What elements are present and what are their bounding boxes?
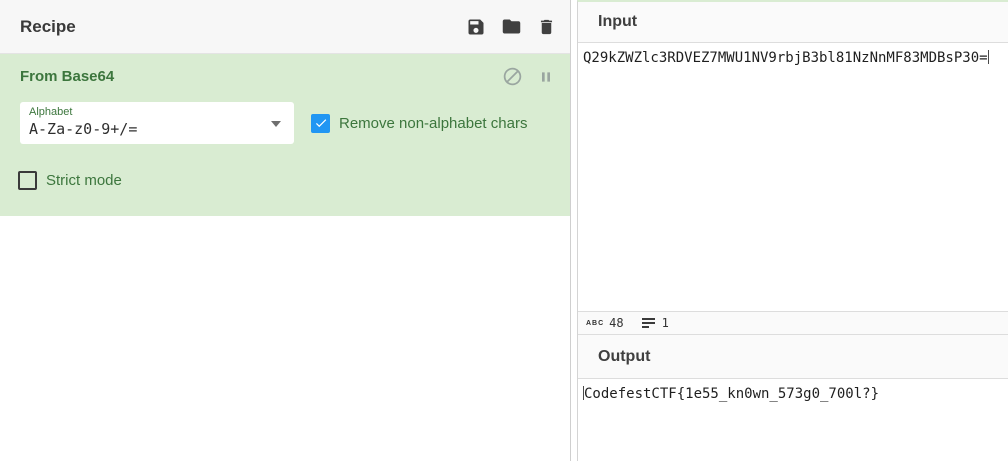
output-text: CodefestCTF{1e55_kn0wn_573g0_700l?}: [584, 386, 880, 402]
checkbox-checked-icon: [311, 113, 330, 133]
alphabet-select-value: A-Za-z0-9+/=: [29, 120, 138, 138]
operation-from-base64[interactable]: From Base64 Alphabet A-Za-z0-9+/=: [0, 54, 570, 216]
input-title: Input: [598, 13, 638, 30]
input-header: Input: [578, 2, 1008, 43]
remove-non-alphabet-label: Remove non-alphabet chars: [339, 114, 528, 132]
strict-mode-checkbox[interactable]: Strict mode: [18, 171, 122, 190]
output-textarea: CodefestCTF{1e55_kn0wn_573g0_700l?}: [578, 379, 1008, 461]
strict-mode-row: Strict mode: [18, 171, 554, 190]
remove-non-alphabet-checkbox[interactable]: Remove non-alphabet chars: [311, 113, 528, 133]
output-title: Output: [598, 347, 651, 365]
folder-icon[interactable]: [501, 16, 522, 37]
output-header: Output: [578, 335, 1008, 379]
input-textarea[interactable]: Q29kZWZlc3RDVEZ7MWU1NV9rbjB3bl81NzNnMF83…: [578, 43, 1008, 311]
pause-icon[interactable]: [538, 68, 554, 86]
alphabet-select-label: Alphabet: [29, 106, 73, 118]
char-count-icon: ABC: [586, 319, 605, 327]
operation-args-row: Alphabet A-Za-z0-9+/= Remove non-alphabe…: [20, 102, 554, 144]
recipe-toolbar: [466, 16, 556, 37]
line-count-value: 1: [661, 316, 669, 330]
checkbox-unchecked-icon: [18, 171, 37, 190]
recipe-header: Recipe: [0, 0, 570, 54]
output-caret: [583, 386, 584, 400]
char-count-value: 48: [609, 316, 624, 330]
recipe-title: Recipe: [20, 16, 76, 36]
input-caret: [987, 50, 989, 64]
operation-header: From Base64: [20, 66, 554, 87]
panel-divider[interactable]: [571, 0, 577, 461]
input-text: Q29kZWZlc3RDVEZ7MWU1NV9rbjB3bl81NzNnMF83…: [583, 50, 988, 66]
disable-icon[interactable]: [502, 66, 523, 87]
io-panel: Input Q29kZWZlc3RDVEZ7MWU1NV9rbjB3bl81Nz…: [577, 0, 1008, 461]
trash-icon[interactable]: [537, 17, 556, 37]
alphabet-select[interactable]: Alphabet A-Za-z0-9+/=: [20, 102, 294, 144]
operation-controls: [502, 66, 554, 87]
recipe-drop-area[interactable]: [0, 216, 570, 461]
recipe-panel: Recipe From Base64: [0, 0, 571, 461]
strict-mode-label: Strict mode: [46, 172, 122, 189]
line-count-icon: [641, 318, 655, 328]
input-footer: ABC 48 1: [578, 311, 1008, 335]
operation-title: From Base64: [20, 68, 115, 85]
save-icon[interactable]: [466, 17, 486, 37]
chevron-down-icon: [271, 121, 281, 127]
